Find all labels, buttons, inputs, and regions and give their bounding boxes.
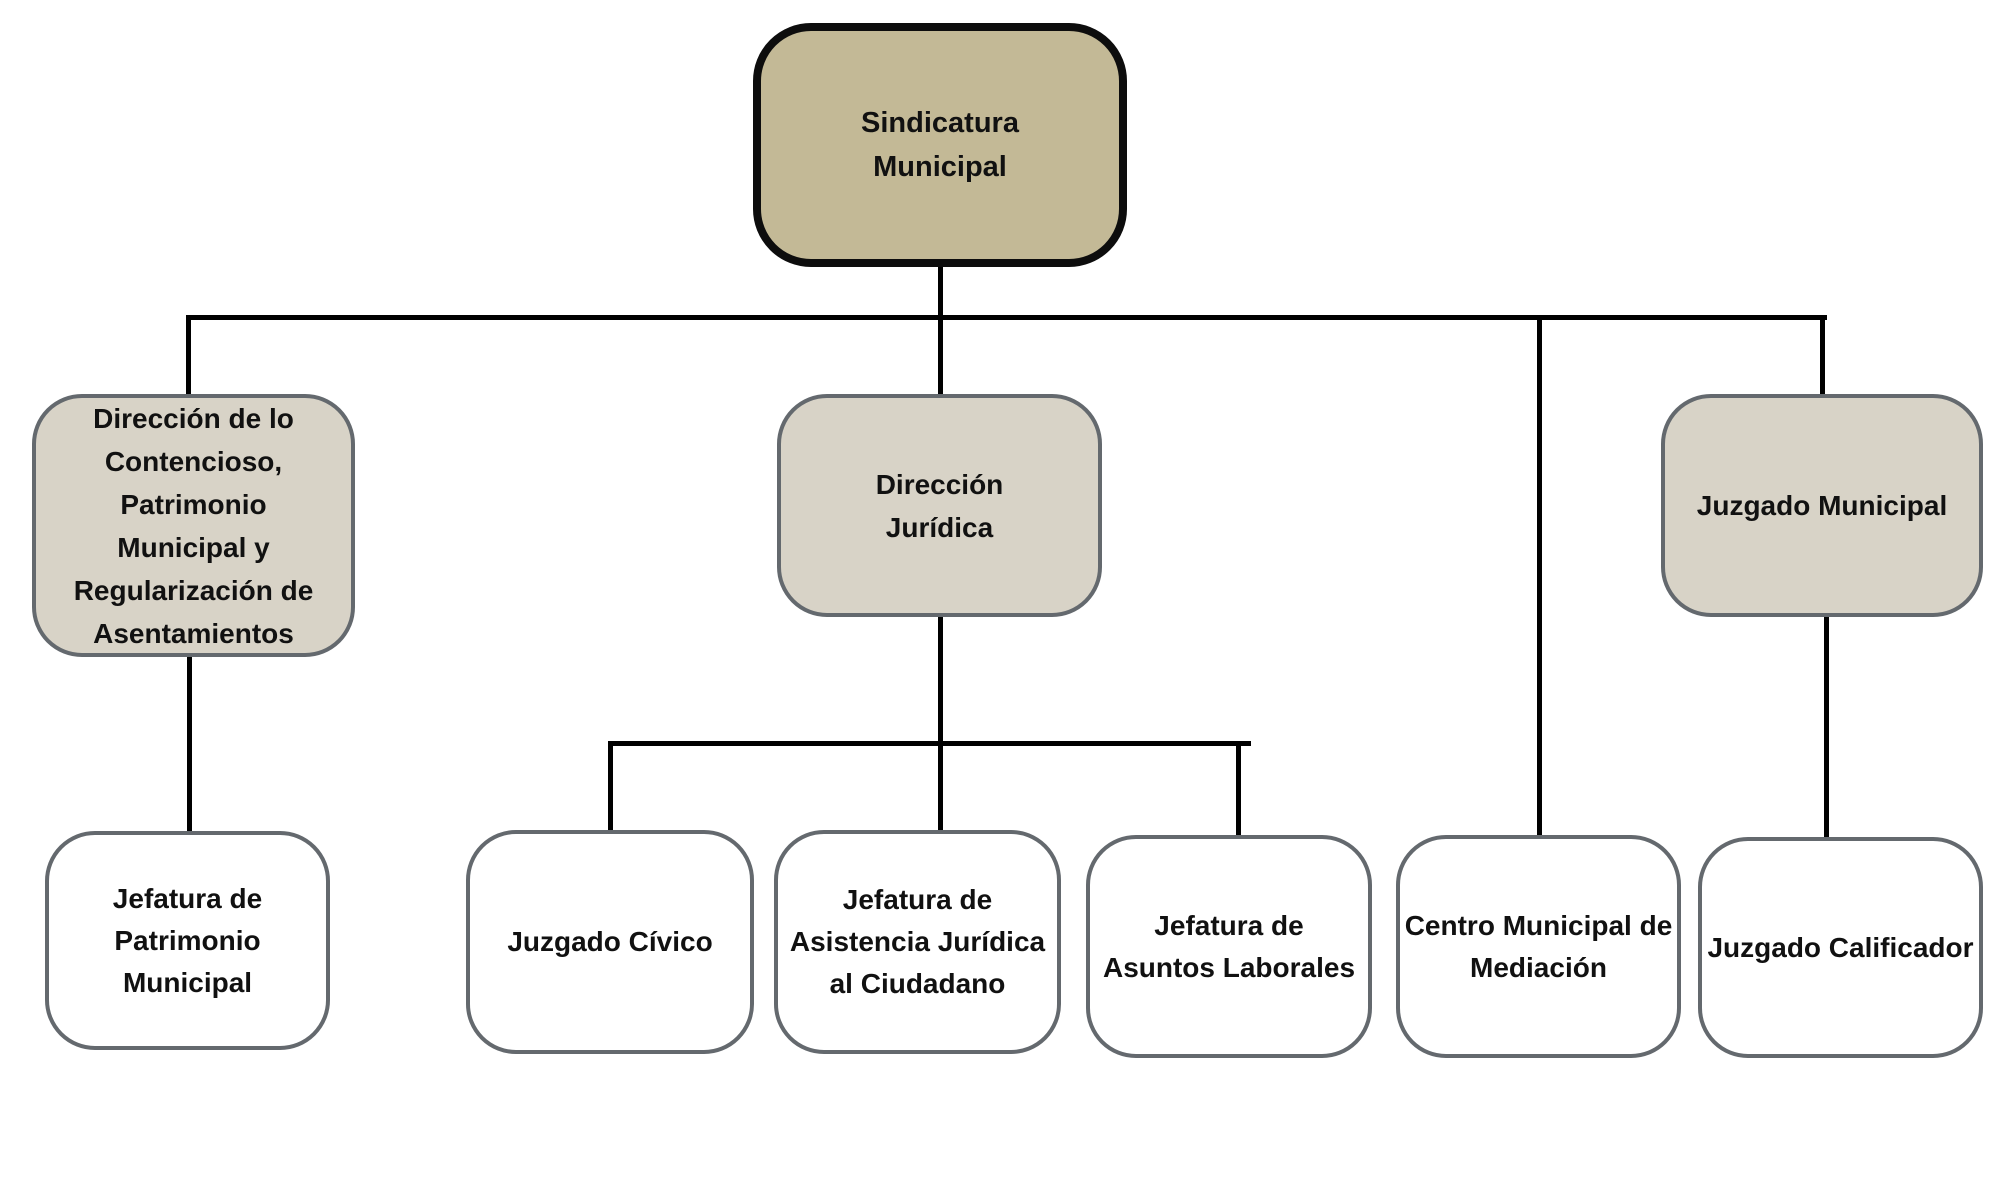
node-label-juzgado-municipal: Juzgado Municipal xyxy=(1696,490,1948,521)
connector-contencioso-to-patrimonio xyxy=(187,655,192,835)
node-label-centro-mediacion: Centro Municipal de Mediación xyxy=(1404,909,1673,983)
connector-root-to-juridica xyxy=(938,265,943,396)
connector-bus2-to-juzgado-civico xyxy=(608,741,613,834)
connector-juzgado-municipal-to-calificador xyxy=(1824,615,1829,839)
node-direccion-contencioso: Dirección de lo Contencioso, Patrimonio … xyxy=(32,394,355,657)
node-jefatura-patrimonio: Jefatura de Patrimonio Municipal xyxy=(45,831,330,1050)
node-direccion-juridica: Dirección Jurídica xyxy=(777,394,1102,617)
connector-bus-to-mediacion xyxy=(1537,315,1542,836)
node-sindicatura-municipal: Sindicatura Municipal xyxy=(753,23,1127,267)
node-label-jefatura-patrimonio: Jefatura de Patrimonio Municipal xyxy=(112,882,263,998)
connector-bus-to-contencioso xyxy=(186,315,191,396)
node-label-sindicatura-municipal: Sindicatura Municipal xyxy=(861,107,1019,183)
connector-level1-bus xyxy=(188,315,1827,320)
node-label-juzgado-civico: Juzgado Cívico xyxy=(507,926,713,957)
connector-level2-bus xyxy=(610,741,1251,746)
node-label-juzgado-calificador: Juzgado Calificador xyxy=(1707,931,1974,963)
node-juzgado-calificador: Juzgado Calificador xyxy=(1698,837,1983,1058)
connector-bus-to-juzgado-municipal xyxy=(1820,315,1825,396)
connector-bus2-to-asuntos-laborales xyxy=(1236,741,1241,838)
node-juzgado-civico: Juzgado Cívico xyxy=(466,830,754,1054)
node-label-direccion-juridica: Dirección Jurídica xyxy=(875,468,1004,543)
node-label-direccion-contencioso: Dirección de lo Contencioso, Patrimonio … xyxy=(73,402,314,649)
node-label-jefatura-asuntos-laborales: Jefatura de Asuntos Laborales xyxy=(1102,909,1356,983)
node-label-jefatura-asistencia-juridica: Jefatura de Asistencia Jurídica al Ciuda… xyxy=(789,884,1046,999)
node-jefatura-asuntos-laborales: Jefatura de Asuntos Laborales xyxy=(1086,835,1372,1058)
node-jefatura-asistencia-juridica: Jefatura de Asistencia Jurídica al Ciuda… xyxy=(774,830,1061,1054)
node-centro-mediacion: Centro Municipal de Mediación xyxy=(1396,835,1681,1058)
connector-juridica-to-asistencia xyxy=(938,615,943,834)
node-juzgado-municipal: Juzgado Municipal xyxy=(1661,394,1983,617)
